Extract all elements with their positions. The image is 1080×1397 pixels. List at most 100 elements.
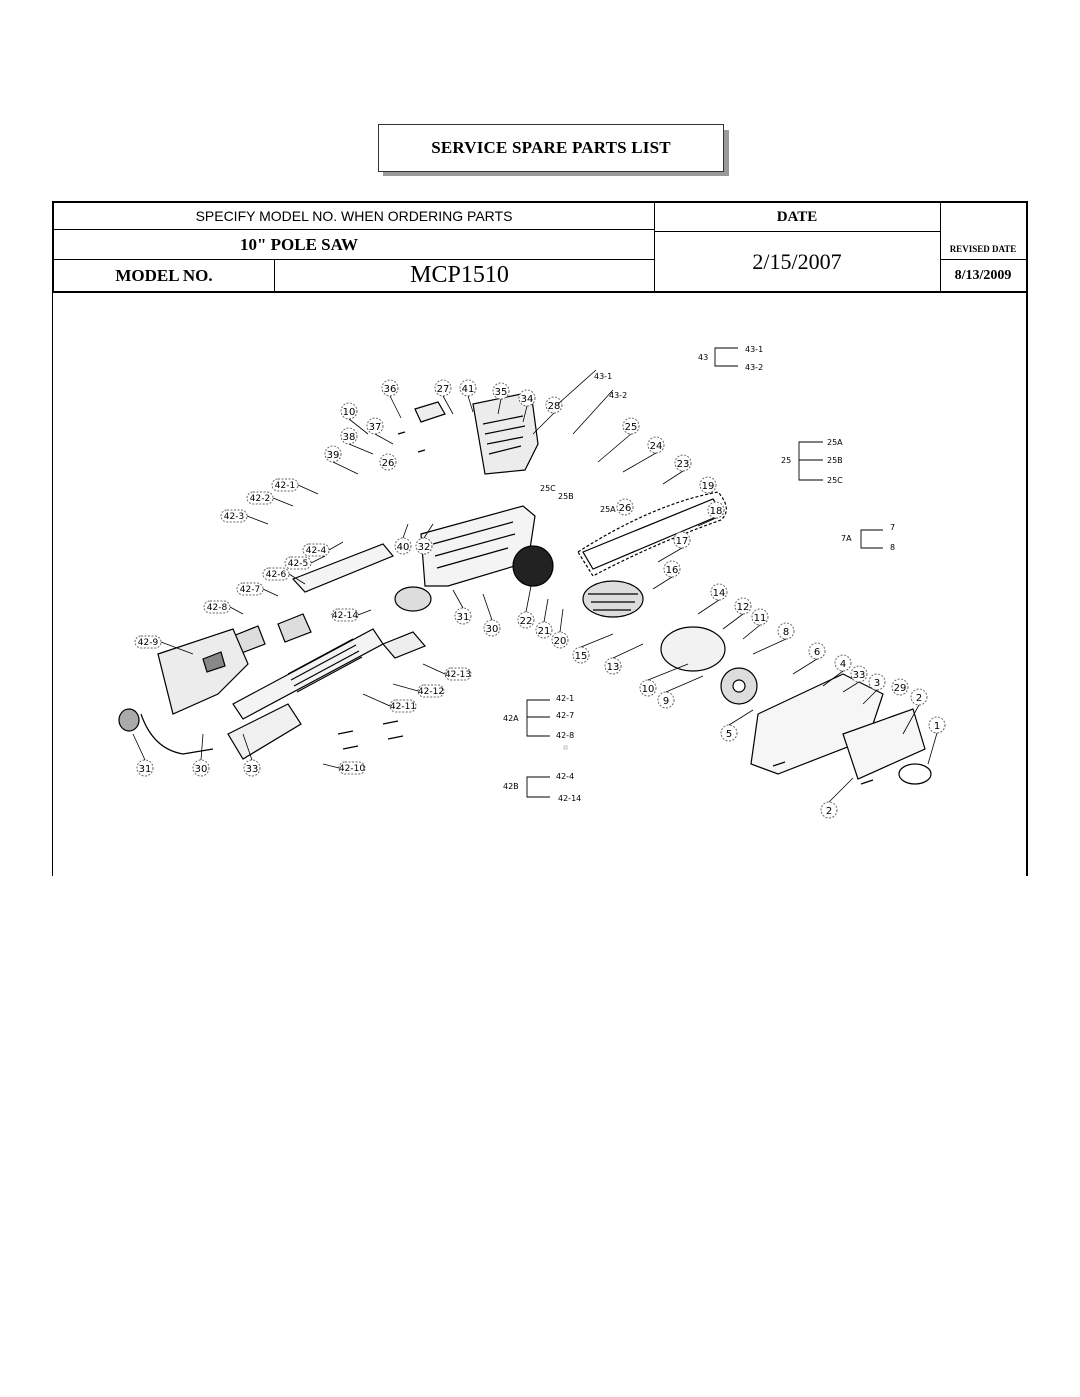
legend-group-42B: 42B 42-4 42-14 — [503, 772, 581, 803]
part-callout: 42-2 — [246, 491, 274, 505]
part-callout: 2 — [910, 688, 928, 706]
part-callout: 21 — [535, 621, 553, 639]
part-number: 31 — [139, 764, 152, 775]
legend-label: 42A — [503, 714, 519, 723]
motor-housing-detail — [432, 521, 516, 569]
part-callout: 10 — [639, 679, 657, 697]
model-label: MODEL NO. — [115, 265, 213, 285]
part-callout: 42-6 — [262, 567, 290, 581]
part-number: 25 — [625, 422, 638, 433]
frame-border — [1026, 293, 1028, 876]
part-callout: 8 — [777, 622, 795, 640]
part-callout: 28 — [545, 396, 563, 414]
part-number: 12 — [737, 602, 750, 613]
part-number: 31 — [457, 612, 470, 623]
part-number: 26 — [382, 458, 395, 469]
part-callout: 42-10 — [338, 761, 366, 775]
armature-windings — [588, 593, 638, 611]
part-number: 17 — [676, 536, 689, 547]
part-callout: 24 — [647, 436, 665, 454]
cord-plug — [118, 708, 140, 732]
part-callout: 23 — [674, 454, 692, 472]
part-number: 42-13 — [445, 670, 471, 680]
part-callout: 9 — [657, 691, 675, 709]
part-callout: 12 — [734, 597, 752, 615]
date-value: 2/15/2007 — [752, 248, 842, 274]
chain-cover — [842, 708, 926, 780]
part-number: 33 — [246, 764, 259, 775]
part-callout: 42-3 — [220, 509, 248, 523]
legend-item: 25A — [827, 438, 843, 447]
legend-item: 43-2 — [745, 363, 763, 372]
part-number: 42-2 — [250, 494, 270, 504]
part-callout: 42-12 — [417, 684, 445, 698]
part-number: 42-6 — [266, 570, 287, 580]
part-callout: 41 — [459, 379, 477, 397]
part-callout: 1 — [928, 716, 946, 734]
part-callout: 40 — [394, 537, 412, 555]
header-divider — [54, 259, 654, 260]
exploded-parts-diagram: 1 2 2 3 4 5 6 8 9 10 11 12 13 14 15 16 1… — [118, 345, 946, 819]
date-label: DATE — [776, 208, 818, 225]
part-callout: 33 — [850, 665, 868, 683]
part-callout: 6 — [808, 642, 826, 660]
top-cover-slots — [482, 415, 526, 455]
part-number: 34 — [521, 394, 534, 405]
part-callout: 42-9 — [134, 635, 162, 649]
part-callout: 4 — [834, 654, 852, 672]
part-number: 42-8 — [207, 603, 228, 613]
part-number: 14 — [713, 588, 726, 599]
part-callout: 31 — [454, 607, 472, 625]
rear-handle — [157, 628, 249, 715]
front-cap — [394, 586, 432, 612]
part-callout: 34 — [518, 389, 536, 407]
part-number: 10 — [642, 684, 655, 695]
header-divider — [274, 260, 275, 291]
part-number: 42-12 — [418, 687, 444, 697]
part-number: 21 — [538, 626, 551, 637]
part-number: 32 — [418, 542, 431, 553]
part-number: 13 — [607, 662, 620, 673]
part-callout: 18 — [707, 501, 725, 519]
cover-disc — [898, 763, 932, 785]
frame-border — [52, 293, 53, 876]
order-note: SPECIFY MODEL NO. WHEN ORDERING PARTS — [195, 208, 513, 224]
part-callout: 20 — [551, 631, 569, 649]
leader-lines — [132, 369, 938, 803]
part-callout: 42-11 — [389, 699, 417, 713]
header-divider — [654, 203, 655, 291]
part-callout: 36 — [381, 379, 399, 397]
legend-item: 43-1 — [745, 345, 763, 354]
part-number: 18 — [710, 506, 723, 517]
screws — [337, 431, 874, 785]
part-callout: 42-1 — [271, 478, 299, 492]
pole-coupling — [277, 613, 312, 643]
part-number: 15 — [575, 651, 588, 662]
header-divider — [940, 203, 941, 291]
header-table: SPECIFY MODEL NO. WHEN ORDERING PARTS DA… — [52, 201, 1028, 293]
part-callout: 19 — [699, 476, 717, 494]
part-number: 23 — [677, 459, 690, 470]
part-number: 22 — [520, 616, 533, 627]
model-value: MCP1510 — [410, 262, 509, 288]
part-callout: 14 — [710, 583, 728, 601]
part-number: 5 — [726, 729, 732, 740]
legend-label: 42B — [503, 782, 519, 791]
legend-item: 25A — [600, 505, 616, 514]
part-number: 9 — [663, 696, 669, 707]
part-callouts: 1 2 2 3 4 5 6 8 9 10 11 12 13 14 15 16 1… — [134, 379, 946, 819]
part-number: 42-10 — [339, 764, 365, 774]
legend-label: 25 — [781, 456, 791, 465]
part-number: 29 — [894, 683, 907, 694]
part-number: 1 — [934, 721, 940, 732]
gear-hub — [732, 679, 746, 693]
part-callout: 27 — [434, 379, 452, 397]
part-callout: 42-4 — [302, 543, 330, 557]
part-number: 2 — [916, 693, 922, 704]
part-number: 4 — [840, 659, 846, 670]
part-number: 28 — [548, 401, 561, 412]
part-number: 38 — [343, 432, 356, 443]
legend-item: 8 — [890, 543, 895, 552]
part-number: 42-11 — [390, 702, 416, 712]
revised-date-value: 8/13/2009 — [954, 267, 1012, 283]
